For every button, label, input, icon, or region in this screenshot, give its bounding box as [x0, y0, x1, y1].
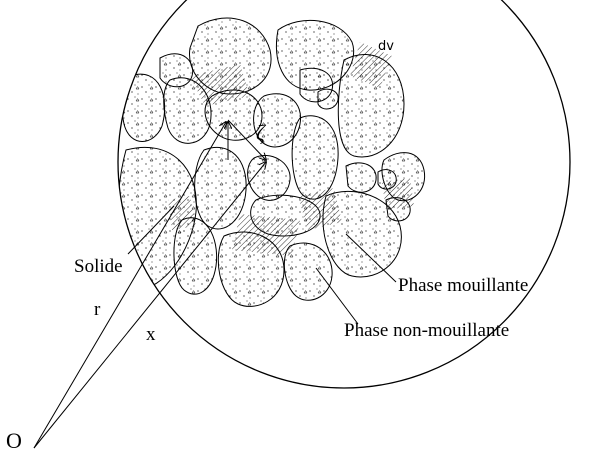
- zeta-label: ζ: [256, 120, 267, 145]
- wetting-phase-label: Phase mouillante: [398, 275, 528, 296]
- grain: [217, 231, 285, 307]
- grain: [189, 17, 272, 95]
- origin-label: O: [6, 428, 22, 453]
- vector-x: [33, 162, 266, 449]
- grain: [345, 162, 377, 193]
- grain: [283, 242, 333, 301]
- grain: [322, 190, 402, 278]
- r-label: r: [94, 299, 101, 320]
- grain: [194, 146, 247, 230]
- x-label: x: [146, 324, 156, 345]
- volume-boundary: [117, 0, 571, 389]
- grain: [250, 194, 321, 237]
- dv-label: dv: [378, 39, 394, 54]
- leader-lines: [127, 205, 397, 325]
- solid-label: Solide: [74, 256, 123, 277]
- grain: [291, 115, 339, 200]
- grain: [317, 88, 339, 110]
- non-wetting-phase-label: Phase non-mouillante: [344, 320, 509, 341]
- grain: [163, 77, 212, 144]
- grain: [173, 217, 218, 295]
- grain: [247, 155, 291, 201]
- position-vectors: [33, 122, 266, 449]
- zeta-vector: ζ: [228, 119, 267, 160]
- grain: [253, 93, 302, 148]
- grain: [121, 73, 166, 142]
- grain: [381, 152, 426, 202]
- vector-r: [33, 122, 226, 449]
- grain: [337, 54, 405, 158]
- solid-grains: [118, 17, 426, 307]
